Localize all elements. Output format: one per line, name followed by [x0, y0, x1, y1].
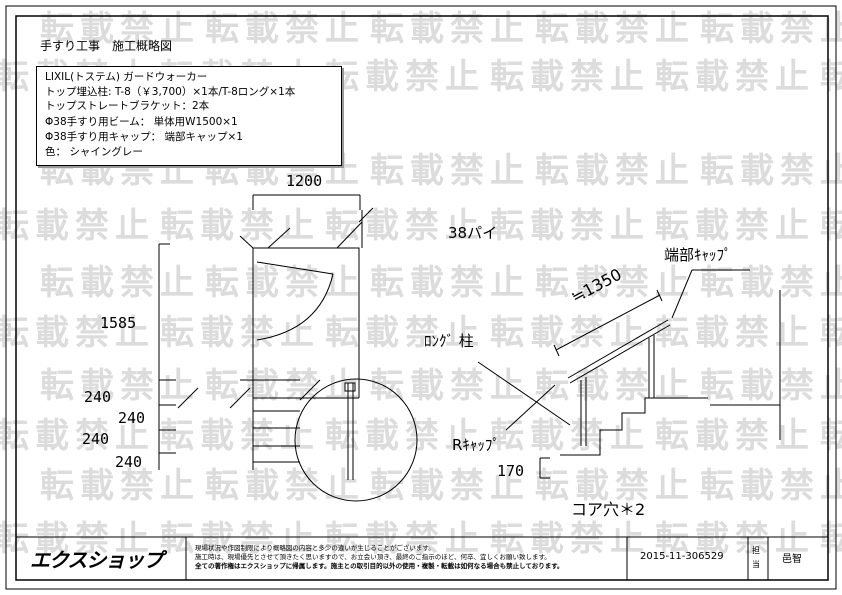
plan-view [158, 194, 418, 502]
side-view [477, 269, 781, 479]
long-post-leader [477, 361, 571, 426]
inner-border [15, 15, 829, 581]
watermark-text: 転載禁止 [40, 263, 200, 303]
watermark-text: 転載禁止 [490, 519, 650, 559]
watermark-text: 転載禁止 [700, 466, 842, 506]
watermark-text: 転載禁止 [160, 416, 320, 456]
watermark-text: 転載禁止 [160, 313, 320, 353]
outer-border [5, 5, 837, 590]
watermark-text: 転載禁止 [40, 366, 200, 406]
watermark-text: 転載禁止 [40, 466, 200, 506]
watermark-text: 転載禁止 [0, 206, 155, 246]
end-cap-leader [671, 269, 693, 319]
watermark-text: 転載禁止 [655, 57, 815, 97]
watermark-text: 転載禁止 [490, 206, 650, 246]
watermark-text: 転載禁止 [0, 416, 155, 456]
watermark-text: 転載禁止 [655, 313, 815, 353]
watermark-text: 転載禁止 [820, 416, 842, 456]
handler-label: 担当 [752, 546, 760, 569]
watermark-text: 転載禁止 [0, 519, 155, 559]
watermark-text: 転載禁止 [325, 416, 485, 456]
height-dimension: 1585 [100, 314, 137, 332]
watermark-text: 転載禁止 [535, 9, 695, 49]
watermark-text: 転載禁止 [325, 206, 485, 246]
watermark-text: 転載禁止 [205, 366, 365, 406]
stair-profile [560, 397, 708, 456]
watermark-text: 転載禁止 [490, 57, 650, 97]
width-dimension: 1200 [286, 172, 323, 190]
watermark-text: 転載禁止 [325, 519, 485, 559]
drawing-title: 手すり工事 施工概略図 [40, 39, 173, 53]
step-dimension: 240 [84, 388, 112, 406]
footer-note: 施工時は、現場優先とさせて頂きたく思いますので、お立会い頂き、最終のご指示のほど… [195, 553, 551, 561]
watermark-text: 転載禁止 [490, 313, 650, 353]
spec-line: トップストレートブラケット：2本 [45, 100, 210, 112]
embed-dimension: 170 [497, 462, 525, 480]
spec-line: トップ埋込柱: T-8（￥3,700）×1本/T-8ロング×1本 [45, 86, 296, 98]
watermark-layer: 転載禁止転載禁止転載禁止転載禁止転載禁止転載禁止転載禁止転載禁止転載禁止転載禁止… [0, 9, 842, 559]
long-post-label: ﾛﾝｸﾞ 柱 [424, 332, 474, 350]
watermark-text: 転載禁止 [535, 466, 695, 506]
door-leaf [256, 261, 334, 275]
watermark-text: 転載禁止 [325, 313, 485, 353]
watermark-text: 転載禁止 [370, 151, 530, 191]
watermark-text: 転載禁止 [535, 366, 695, 406]
handler-name: 邑智 [782, 554, 802, 565]
platform-outline [253, 247, 360, 398]
watermark-text: 転載禁止 [655, 416, 815, 456]
door-arc [256, 273, 334, 341]
title-block [16, 536, 828, 580]
footer-note: 現場状況や作図制限により概略図の内容と多少の違いが生じることがございます。 [195, 544, 435, 552]
watermark-text: 転載禁止 [820, 519, 842, 559]
core-hole-label: コア穴＊2 [571, 500, 646, 519]
spec-line: LIXIL(トステム) ガードウォーカー [45, 71, 208, 83]
watermark-text: 転載禁止 [205, 466, 365, 506]
document-number: 2015-11-306529 [640, 551, 724, 562]
length-dim-line [555, 294, 661, 351]
detail-circle [294, 378, 418, 502]
watermark-text: 転載禁止 [370, 263, 530, 303]
handrail-beam [567, 319, 669, 379]
r-cap-label: Rｷｬｯﾌﾟ [452, 436, 500, 454]
watermark-text: 転載禁止 [160, 206, 320, 246]
watermark-text: 転載禁止 [820, 206, 842, 246]
footer-note: 全ての著作権はエクスショップに帰属します。施主との取引目的以外の使用・複製・転載… [195, 562, 564, 570]
spec-line: Φ38手すり用キャップ： 端部キャップ×1 [45, 131, 243, 143]
company-logo: エクスショップ [30, 548, 163, 572]
pipe-size-label: 38パイ [448, 224, 498, 242]
watermark-text: 転載禁止 [820, 57, 842, 97]
watermark-text: 転載禁止 [535, 151, 695, 191]
watermark-text: 転載禁止 [205, 9, 365, 49]
watermark-text: 転載禁止 [325, 57, 485, 97]
end-cap-label: 端部ｷｬｯﾌﾟ [664, 246, 732, 264]
watermark-text: 転載禁止 [370, 366, 530, 406]
step-dimension: 240 [118, 409, 146, 427]
watermark-text: 転載禁止 [700, 366, 842, 406]
watermark-text: 転載禁止 [370, 9, 530, 49]
watermark-text: 転載禁止 [0, 313, 155, 353]
spec-line: 色： シャイングレー [45, 146, 143, 158]
step-dimension: 240 [115, 453, 143, 471]
step-dimension: 240 [82, 430, 110, 448]
watermark-text: 転載禁止 [820, 313, 842, 353]
watermark-text: 転載禁止 [535, 263, 695, 303]
watermark-text: 転載禁止 [700, 263, 842, 303]
watermark-text: 転載禁止 [205, 263, 365, 303]
spec-line: Φ38手すり用ビーム： 単体用W1500×1 [45, 116, 238, 128]
watermark-text: 転載禁止 [700, 9, 842, 49]
watermark-text: 転載禁止 [655, 519, 815, 559]
spec-box: LIXIL(トステム) ガードウォーカー トップ埋込柱: T-8（￥3,700）… [36, 66, 342, 166]
watermark-text: 転載禁止 [700, 151, 842, 191]
watermark-text: 転載禁止 [655, 206, 815, 246]
